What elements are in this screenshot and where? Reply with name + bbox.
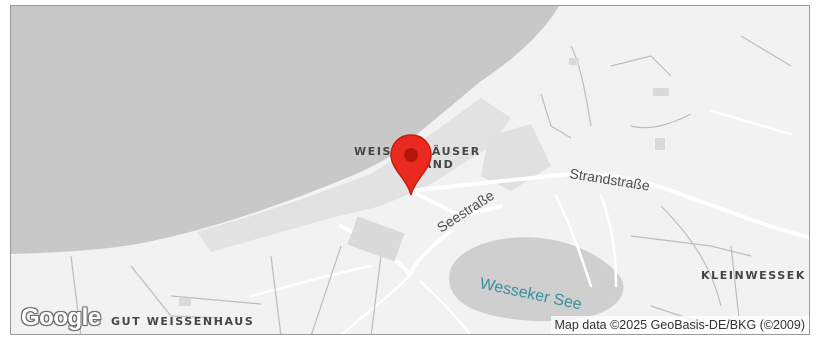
place-label-kleinwessek: KLEINWESSEK bbox=[701, 269, 806, 282]
place-label-gut-weissenhaus: GUT WEISSENHAUS bbox=[111, 315, 254, 328]
road-label-strandstrasse: Strandstraße bbox=[569, 165, 652, 193]
field-boundaries bbox=[70, 35, 792, 334]
map-viewport[interactable]: WEISSENHÄUSER STRAND GUT WEISSENHAUS KLE… bbox=[10, 5, 810, 335]
minor-roads bbox=[249, 109, 793, 334]
beach-strip bbox=[197, 98, 511, 252]
baltic-sea bbox=[11, 6, 559, 254]
map-canvas[interactable]: WEISSENHÄUSER STRAND GUT WEISSENHAUS KLE… bbox=[11, 6, 810, 335]
map-attribution: Map data ©2025 GeoBasis-DE/BKG (©2009) bbox=[550, 316, 809, 334]
map-pin-icon[interactable] bbox=[388, 133, 434, 197]
resort-area bbox=[481, 124, 551, 191]
google-logo[interactable]: Google bbox=[21, 304, 101, 331]
wesseker-see-lake bbox=[449, 237, 624, 322]
small-features bbox=[179, 58, 669, 306]
